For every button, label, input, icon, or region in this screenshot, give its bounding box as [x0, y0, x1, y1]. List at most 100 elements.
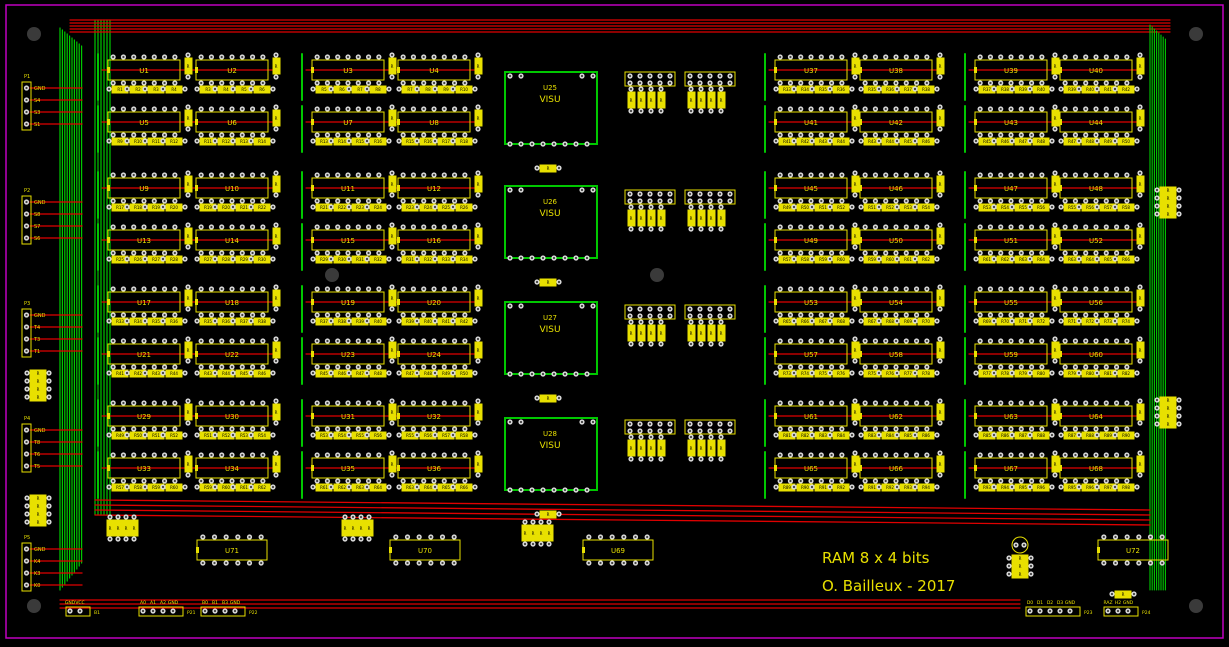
pad — [1112, 138, 1117, 143]
pad-hole — [214, 486, 216, 488]
pad-hole — [398, 320, 400, 322]
pad-hole — [820, 56, 822, 58]
pad-hole — [378, 288, 380, 290]
pad — [472, 432, 477, 437]
resistor: R — [1137, 222, 1144, 249]
pad-hole — [153, 288, 155, 290]
resistor-label: R60 — [837, 257, 845, 262]
pad — [389, 52, 394, 57]
pad-hole — [939, 106, 941, 108]
pad — [219, 400, 224, 405]
pad — [185, 52, 190, 57]
pad-hole — [1114, 88, 1116, 90]
resistor-label: R68 — [837, 319, 845, 324]
pad — [172, 106, 177, 111]
pad — [1008, 198, 1013, 203]
pad — [863, 250, 868, 255]
pad — [315, 172, 320, 177]
pad-hole — [1000, 288, 1002, 290]
pad — [328, 432, 333, 437]
pad — [914, 250, 919, 255]
pad — [185, 450, 190, 455]
pad — [376, 106, 381, 111]
pad-hole — [214, 258, 216, 260]
pad-hole — [163, 134, 165, 136]
resistor-label: R70 — [922, 319, 930, 324]
pad-hole — [347, 134, 349, 136]
resistor-label: R56 — [374, 433, 382, 438]
resistor-label: R16 — [374, 139, 382, 144]
pad-hole — [388, 258, 390, 260]
pad-hole — [1054, 308, 1056, 310]
pad-hole — [820, 226, 822, 228]
pad — [240, 224, 245, 229]
pad — [791, 256, 796, 261]
pad — [152, 364, 157, 369]
pad-hole — [388, 206, 390, 208]
pad-hole — [830, 252, 832, 254]
pad-hole — [1095, 200, 1097, 202]
pad — [798, 132, 803, 137]
pad-hole — [1078, 258, 1080, 260]
pad-hole — [443, 480, 445, 482]
pad — [475, 358, 480, 363]
pad-hole — [1041, 134, 1043, 136]
resistor-label: R — [391, 64, 394, 69]
pad-hole — [939, 224, 941, 226]
resistor: R — [937, 284, 944, 311]
pad-hole — [793, 88, 795, 90]
pad — [219, 478, 224, 483]
pad — [462, 400, 467, 405]
pad-hole — [347, 454, 349, 456]
pad — [462, 132, 467, 137]
pad — [219, 106, 224, 111]
pad-hole — [262, 174, 264, 176]
pad — [248, 484, 253, 489]
pad — [162, 250, 167, 255]
pad-hole — [477, 400, 479, 402]
pad — [273, 284, 278, 289]
pad — [1134, 256, 1139, 261]
pad-hole — [391, 308, 393, 310]
pad — [431, 364, 436, 369]
resistor-label: R — [854, 116, 857, 121]
resistor-label: R58 — [134, 485, 142, 490]
pad — [914, 312, 919, 317]
pad-hole — [789, 288, 791, 290]
pad-hole — [477, 246, 479, 248]
pad-hole — [357, 82, 359, 84]
pad — [863, 132, 868, 137]
resistor-label: R3 — [205, 87, 211, 92]
pad-hole — [378, 314, 380, 316]
pad-hole — [464, 480, 466, 482]
pad-hole — [366, 140, 368, 142]
resistor-label: R19 — [204, 205, 212, 210]
pad-hole — [122, 366, 124, 368]
pad — [345, 224, 350, 229]
pad — [121, 452, 126, 457]
pad — [121, 80, 126, 85]
pad — [788, 224, 793, 229]
pad-hole — [122, 340, 124, 342]
pad-hole — [133, 314, 135, 316]
pad-hole — [810, 200, 812, 202]
pad — [219, 54, 224, 59]
resistor-label: R11 — [204, 139, 212, 144]
pad — [356, 198, 361, 203]
pad-hole — [367, 454, 369, 456]
resistor-label: R — [854, 234, 857, 239]
pad — [250, 132, 255, 137]
pad-hole — [122, 108, 124, 110]
pad-hole — [474, 206, 476, 208]
pad — [829, 132, 834, 137]
pad-hole — [1064, 82, 1066, 84]
pad-hole — [434, 372, 436, 374]
pad — [988, 224, 993, 229]
pad — [310, 432, 315, 437]
pad — [773, 370, 778, 375]
chip-label: U19 — [341, 299, 355, 307]
copper-trace — [95, 515, 1150, 525]
pad-hole — [316, 134, 318, 136]
pad-hole — [474, 372, 476, 374]
pad-hole — [433, 226, 435, 228]
